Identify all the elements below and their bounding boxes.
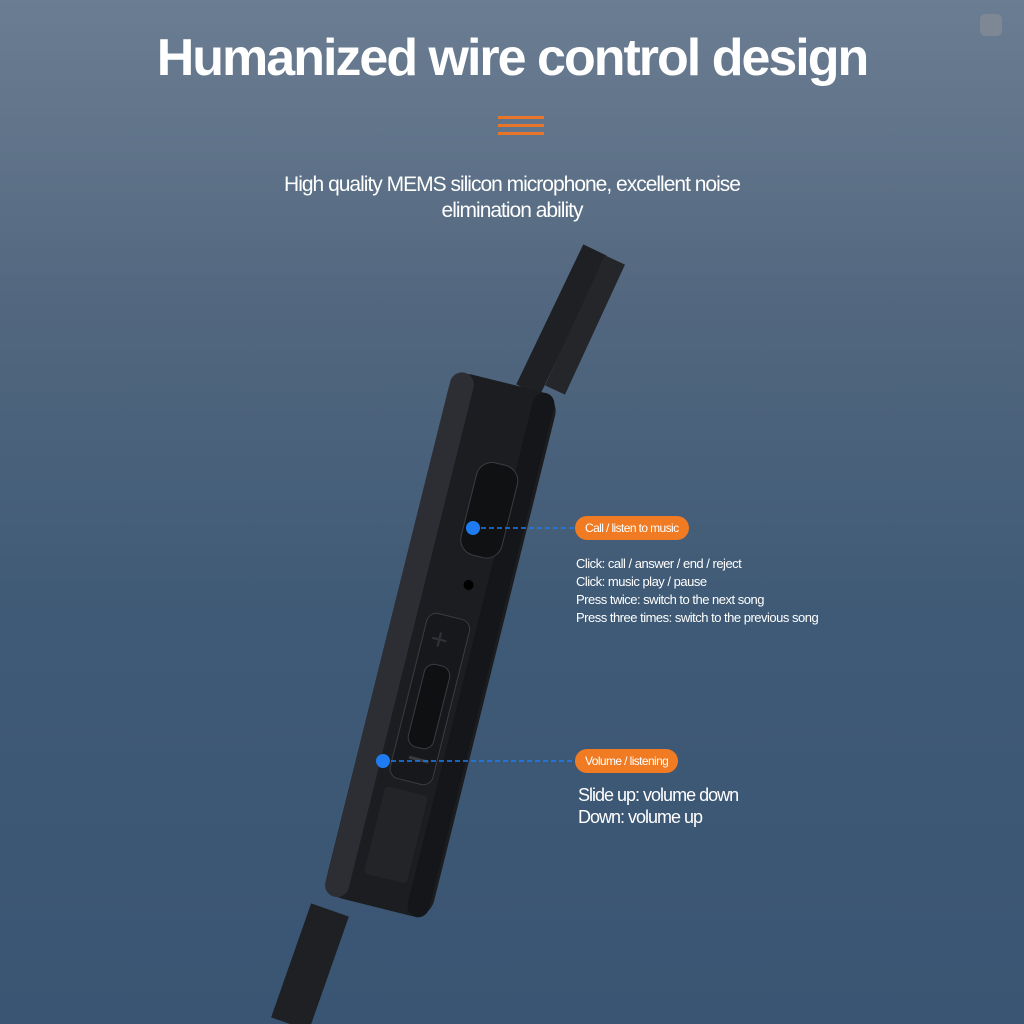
callout-badge-call: Call / listen to music [575,516,689,540]
decorative-lines [498,116,544,140]
callout-description-call: Click: call / answer / end / reject Clic… [576,556,819,625]
volume-slider [407,663,451,750]
cable-top [516,244,625,396]
remote-body: + [325,372,556,918]
pointer-dot-call [466,521,480,535]
watermark-logo [980,14,1002,36]
callout-badge-volume: Volume / listening [575,749,679,773]
callout-description-volume: Slide up: volume down Down: volume up [578,785,739,827]
pointer-dot-volume [376,754,390,768]
subtitle: High quality MEMS silicon microphone, ex… [284,173,741,222]
cable-bottom [271,903,349,1024]
microphone-hole [463,579,474,590]
page-title: Humanized wire control design [156,29,870,87]
